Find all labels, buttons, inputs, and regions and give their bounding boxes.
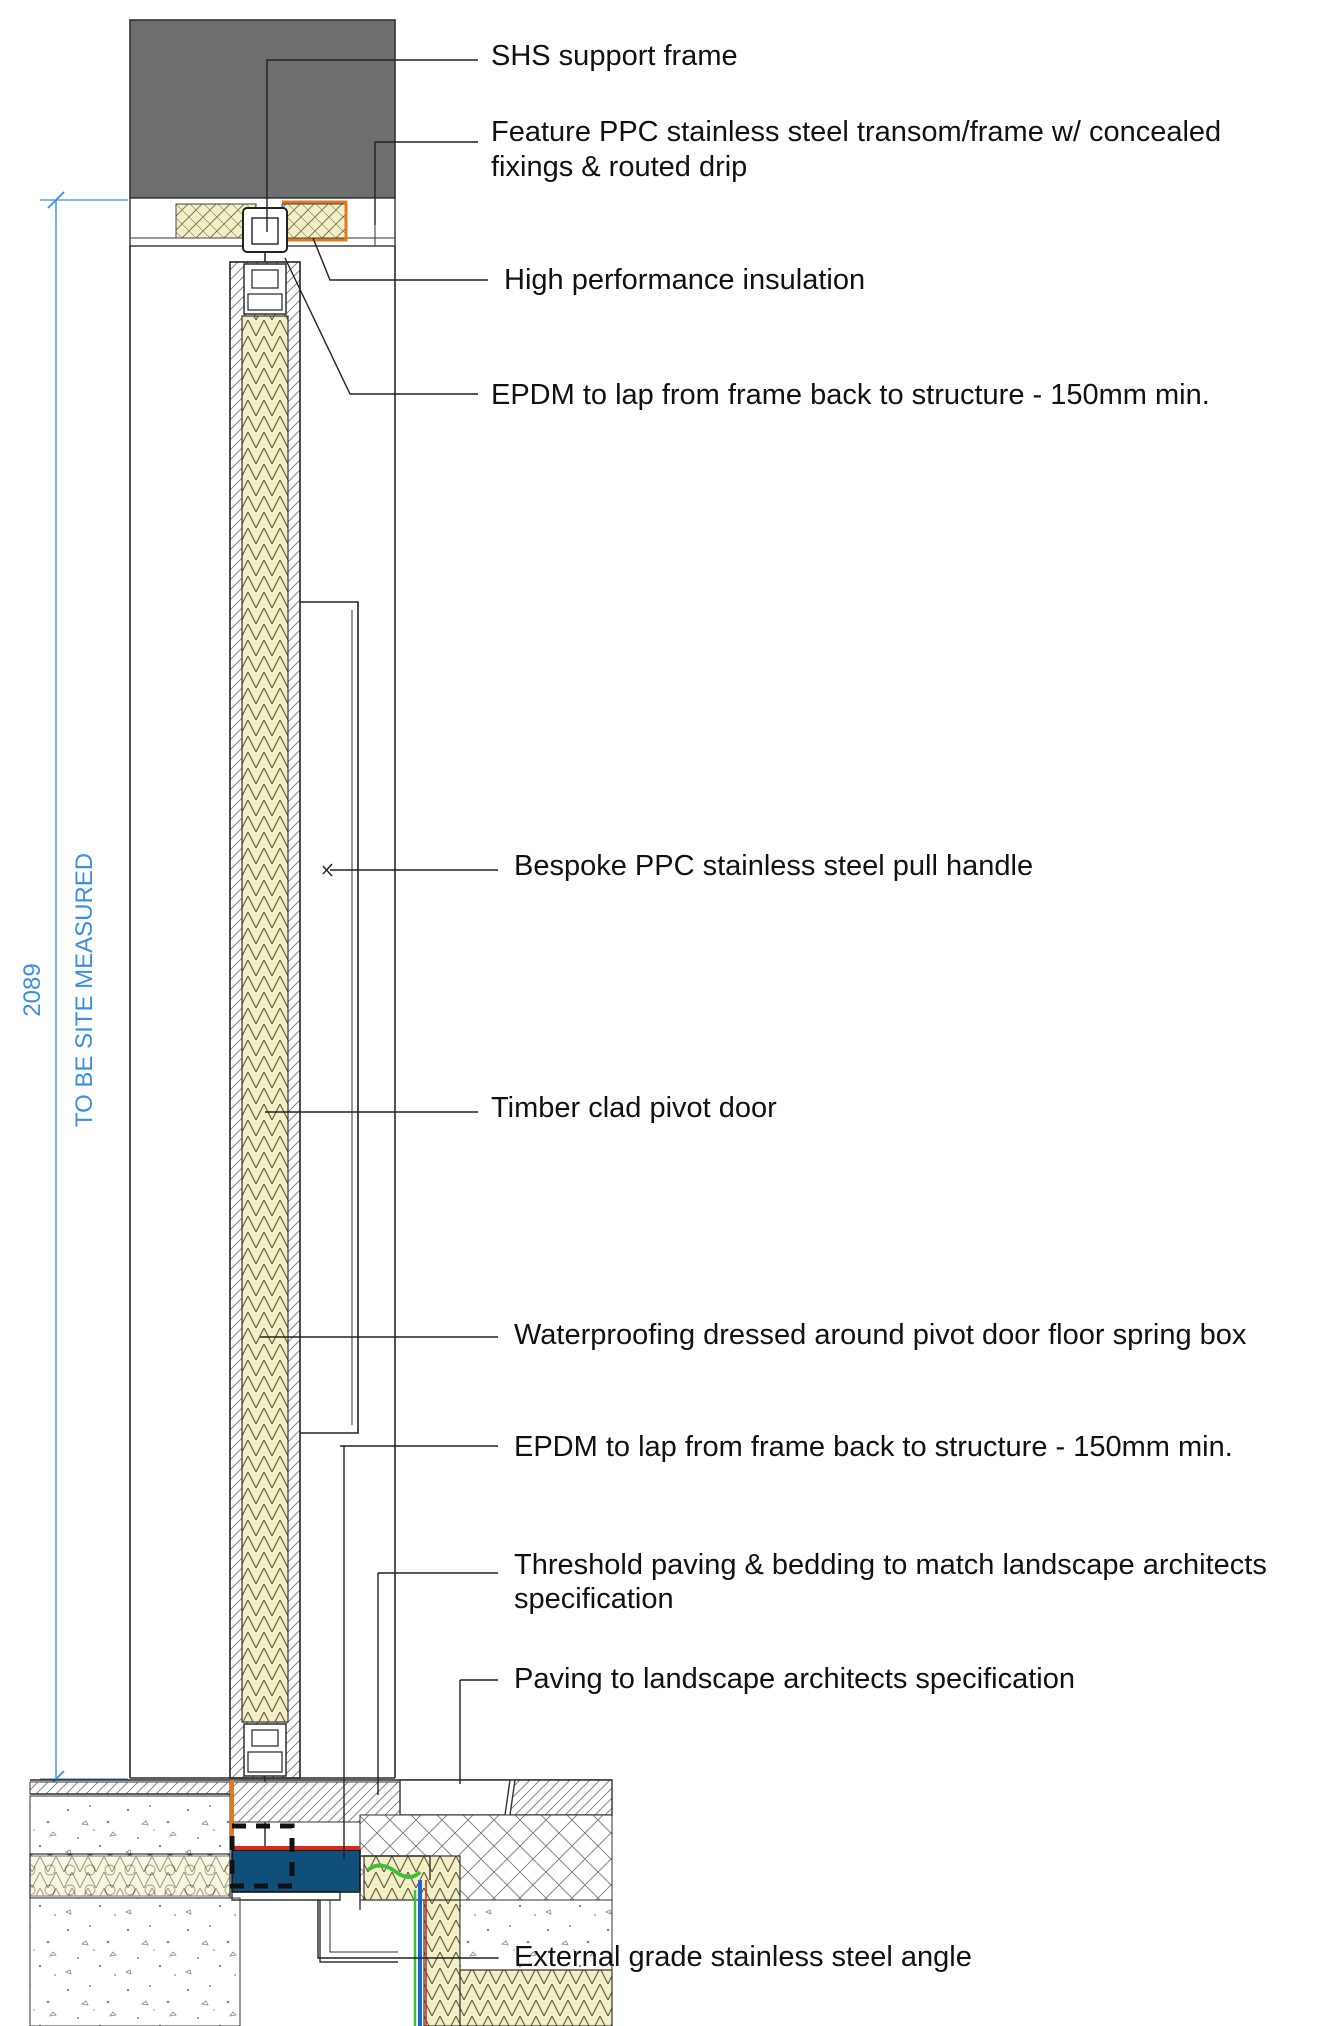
svg-text:High performance insulation: High performance insulation bbox=[504, 264, 865, 296]
callout-feature-transom: Feature PPC stainless steel transom/fram… bbox=[491, 116, 1221, 183]
svg-text:External grade stainless steel: External grade stainless steel angle bbox=[514, 1941, 972, 1973]
shs-support-frame-section bbox=[129, 19, 396, 199]
callout-angle: External grade stainless steel angle bbox=[514, 1941, 972, 1973]
svg-text:Waterproofing dressed around p: Waterproofing dressed around pivot door … bbox=[514, 1319, 1247, 1351]
svg-text:Paving to landscape architects: Paving to landscape architects specifica… bbox=[514, 1663, 1075, 1695]
callout-epdm-bottom: EPDM to lap from frame back to structure… bbox=[514, 1431, 1233, 1463]
svg-text:SHS support frame: SHS support frame bbox=[491, 40, 738, 72]
callout-hp-insulation: High performance insulation bbox=[504, 264, 865, 296]
svg-text:Timber clad pivot door: Timber clad pivot door bbox=[491, 1092, 777, 1124]
callout-pull-handle: Bespoke PPC stainless steel pull handle bbox=[514, 850, 1033, 882]
callout-pivot-door: Timber clad pivot door bbox=[491, 1092, 777, 1124]
callout-epdm-top: EPDM to lap from frame back to structure… bbox=[491, 379, 1210, 411]
callout-shs-support-frame: SHS support frame bbox=[491, 40, 738, 72]
dimension-note: TO BE SITE MEASURED bbox=[71, 853, 98, 1127]
leader-lines bbox=[260, 59, 498, 1959]
svg-text:Feature PPC stainless steel tr: Feature PPC stainless steel transom/fram… bbox=[491, 116, 1221, 148]
pull-handle-profile bbox=[300, 601, 359, 1434]
head-transom bbox=[129, 197, 396, 264]
dimension-value: 2089 bbox=[19, 963, 46, 1016]
svg-text:Threshold paving & bedding to: Threshold paving & bedding to match land… bbox=[514, 1549, 1267, 1581]
callout-waterproofing: Waterproofing dressed around pivot door … bbox=[514, 1319, 1247, 1351]
pivot-door-leaf bbox=[229, 261, 301, 1874]
callout-threshold-paving: Threshold paving & bedding to match land… bbox=[514, 1549, 1267, 1615]
callout-paving: Paving to landscape architects specifica… bbox=[514, 1663, 1075, 1695]
svg-text:Bespoke PPC stainless steel pu: Bespoke PPC stainless steel pull handle bbox=[514, 850, 1033, 882]
svg-text:specification: specification bbox=[514, 1583, 674, 1615]
svg-text:fixings & routed drip: fixings & routed drip bbox=[491, 151, 747, 183]
svg-text:EPDM to lap from frame back to: EPDM to lap from frame back to structure… bbox=[491, 379, 1210, 411]
floor-buildup bbox=[29, 1779, 613, 2026]
svg-text:EPDM to lap from frame back to: EPDM to lap from frame back to structure… bbox=[514, 1431, 1233, 1463]
height-dimension: 2089 TO BE SITE MEASURED bbox=[19, 191, 128, 1788]
